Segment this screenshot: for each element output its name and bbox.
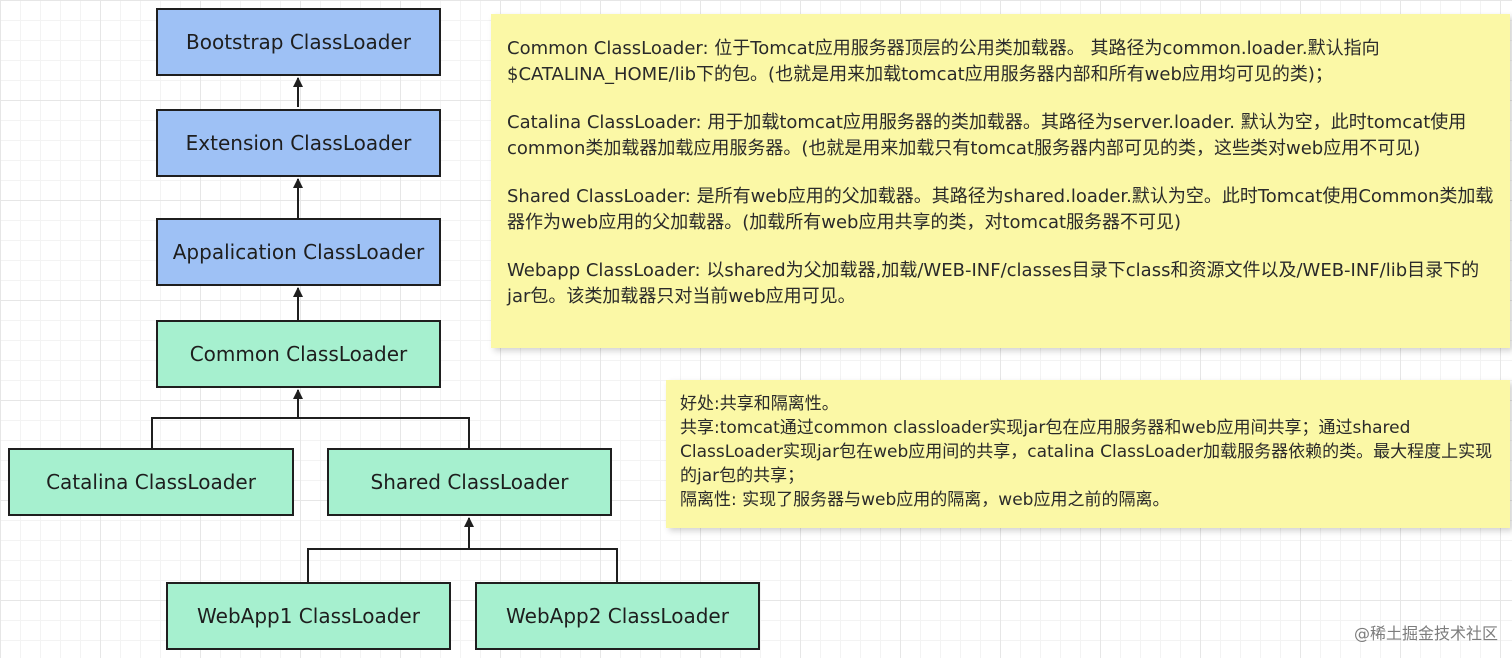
benefits-note: 好处:共享和隔离性。 共享:tomcat通过common classloader… <box>666 380 1510 528</box>
catalina-classloader-node: Catalina ClassLoader <box>8 448 294 516</box>
branch-webapp1-webapp2 <box>307 548 618 582</box>
isolation-description: 隔离性: 实现了服务器与web应用的隔离，web应用之前的隔离。 <box>680 490 1170 510</box>
extension-classloader-node: Extension ClassLoader <box>156 109 441 177</box>
watermark: @稀土掘金技术社区 <box>1353 624 1498 643</box>
branch-catalina-shared <box>151 417 470 448</box>
common-classloader-description: Common ClassLoader: 位于Tomcat应用服务器顶层的公用类加… <box>507 38 1380 85</box>
shared-classloader-description: Shared ClassLoader: 是所有web应用的父加载器。其路径为sh… <box>507 186 1494 233</box>
sharing-description: 共享:tomcat通过common classloader实现jar包在应用服务… <box>680 418 1493 486</box>
classloader-descriptions-note: Common ClassLoader: 位于Tomcat应用服务器顶层的公用类加… <box>491 14 1510 348</box>
shared-classloader-node: Shared ClassLoader <box>327 448 612 516</box>
webapp-classloader-description: Webapp ClassLoader: 以shared为父加载器,加载/WEB-… <box>507 260 1480 307</box>
catalina-classloader-description: Catalina ClassLoader: 用于加载tomcat应用服务器的类加… <box>507 112 1467 159</box>
bootstrap-classloader-node: Bootstrap ClassLoader <box>156 8 441 76</box>
application-classloader-node: Appalication ClassLoader <box>156 218 441 286</box>
common-classloader-node: Common ClassLoader <box>156 320 441 388</box>
webapp1-classloader-node: WebApp1 ClassLoader <box>166 582 451 650</box>
benefits-heading: 好处:共享和隔离性。 <box>680 394 839 414</box>
webapp2-classloader-node: WebApp2 ClassLoader <box>475 582 760 650</box>
